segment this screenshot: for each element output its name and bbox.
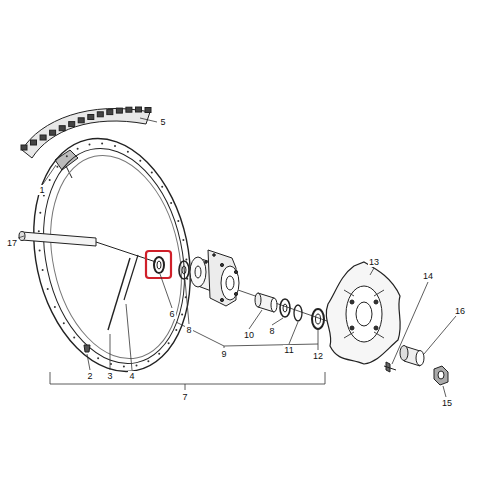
bearing: [179, 261, 189, 279]
callout-number: 17: [6, 238, 18, 248]
spoke: [108, 258, 130, 330]
callout-number: 10: [243, 330, 255, 340]
tire-knob: [126, 107, 132, 112]
tire-knob: [59, 126, 65, 131]
rim-inner: [25, 135, 203, 377]
spoke-hole: [39, 250, 41, 252]
spoke-hole: [77, 148, 79, 150]
tire-knob: [107, 110, 113, 115]
axle: [22, 232, 96, 246]
highlight-box: [146, 251, 171, 278]
tire-knob: [136, 107, 142, 112]
callout-number: 9: [220, 349, 227, 359]
callout-number: 13: [368, 257, 380, 267]
spoke-hole: [39, 212, 41, 214]
spoke-hole: [170, 202, 172, 204]
tire-knob: [116, 108, 122, 113]
spoke-hole: [73, 337, 75, 339]
spoke-hole: [139, 160, 141, 162]
spoke-hole: [54, 306, 56, 308]
spoke-hole: [97, 357, 99, 359]
spoke-hole: [42, 269, 44, 271]
seal: [312, 309, 324, 329]
callout-number: 8: [185, 325, 192, 335]
callout-number: 16: [454, 306, 466, 316]
spoke-hole: [66, 155, 68, 157]
callout-number: 4: [128, 371, 135, 381]
seal: [154, 257, 164, 273]
spoke-hole: [114, 145, 116, 147]
spoke-hole: [175, 329, 177, 331]
spoke-hole: [177, 220, 179, 222]
callout-number: 11: [283, 345, 294, 355]
callout-number: 6: [168, 309, 175, 319]
callout-number: 7: [181, 392, 188, 402]
callout-number: 12: [312, 351, 324, 361]
tire-knob: [31, 140, 37, 145]
tire-knob: [78, 118, 84, 123]
bearing: [280, 299, 290, 317]
tire-knob: [97, 112, 103, 117]
group-bracket: [176, 322, 318, 348]
spoke-hole: [181, 314, 183, 316]
callout-number: 1: [38, 185, 45, 195]
spoke-hole: [47, 288, 49, 290]
spoke-hole: [185, 259, 187, 261]
axle-nut: [434, 366, 448, 385]
spoke-hole: [38, 230, 40, 232]
tire-knob: [40, 135, 46, 140]
group-bracket: [50, 372, 325, 390]
tire-knob: [50, 130, 56, 135]
callout-number: 15: [441, 398, 453, 408]
callout-number: 14: [422, 271, 434, 281]
spoke-nipple: [84, 345, 90, 352]
tire-knob: [88, 115, 94, 120]
tire-knob: [145, 108, 151, 113]
spoke-hole: [89, 144, 91, 146]
brake-disc: [326, 262, 400, 364]
tire-knob: [21, 145, 27, 150]
spoke: [124, 255, 138, 300]
spoke-hole: [182, 239, 184, 241]
callout-number: 3: [106, 371, 113, 381]
callout-number: 5: [159, 117, 166, 127]
spoke-hole: [101, 143, 103, 145]
rim-outer: [13, 124, 211, 386]
spoke-hole: [123, 366, 125, 368]
spoke-hole: [151, 172, 153, 174]
circlip: [294, 305, 302, 321]
spoke-hole: [63, 322, 65, 324]
callout-number: 2: [86, 371, 93, 381]
tire-knobs: [21, 107, 151, 150]
spoke-hole: [136, 365, 138, 367]
callout-number: 8: [268, 326, 275, 336]
spoke-hole: [49, 179, 51, 181]
spoke-hole: [147, 360, 149, 362]
spoke-hole: [127, 151, 129, 153]
disc-bolt: [384, 362, 396, 372]
spoke-hole: [168, 342, 170, 344]
spoke-holes: [38, 143, 188, 368]
tire-knob: [69, 122, 75, 127]
spoke-hole: [56, 166, 58, 168]
spoke-hole: [161, 186, 163, 188]
spoke-hole: [158, 353, 160, 355]
